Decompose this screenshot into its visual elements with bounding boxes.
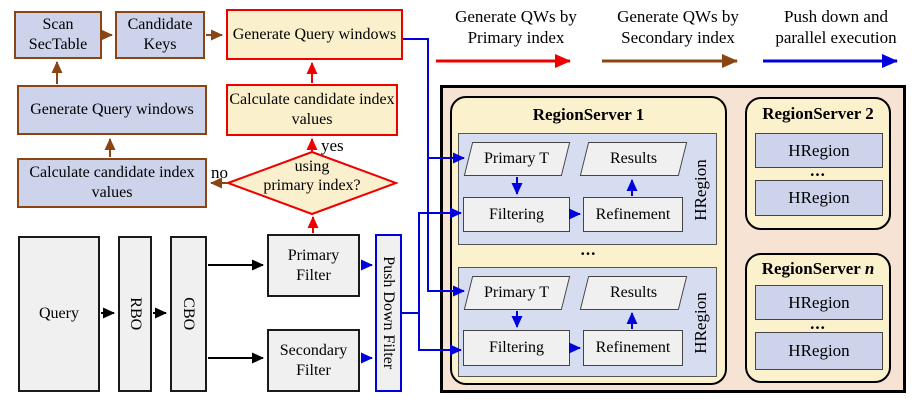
filtering-2-label: Filtering bbox=[488, 339, 545, 356]
generate-query-windows-primary-box: Generate Query windows bbox=[226, 9, 403, 60]
results-2-label: Results bbox=[609, 284, 658, 301]
query-box: Query bbox=[18, 236, 100, 392]
legend-secondary-line2: Secondary index bbox=[621, 28, 735, 48]
legend-pushdown-line2: parallel execution bbox=[775, 28, 897, 48]
scan-sectable-box: Scan SecTable bbox=[14, 11, 102, 59]
decision-line2: primary index? bbox=[263, 177, 361, 195]
decision-line1: using bbox=[294, 158, 330, 175]
legend-pushdown: Push down and parallel execution bbox=[755, 6, 917, 49]
calculate-candidate-secondary-box: Calculate candidate index values bbox=[17, 158, 207, 208]
hregion2-label: HRegion bbox=[691, 292, 710, 354]
primary-filter-box: Primary Filter bbox=[267, 234, 360, 297]
query-label: Query bbox=[39, 305, 79, 323]
regionserver1-box: RegionServer 1 Primary T Results Filteri… bbox=[450, 96, 727, 385]
secondary-filter-box: Secondary Filter bbox=[267, 329, 360, 392]
push-down-filter-label: Push Down Filter bbox=[380, 256, 398, 370]
legend-primary-line2: Primary index bbox=[467, 28, 565, 48]
refinement-1-label: Refinement bbox=[595, 205, 671, 223]
regionserver2-title: RegionServer 2 bbox=[762, 104, 874, 123]
rbo-box: RBO bbox=[118, 236, 152, 392]
regionserver-n-hregion1-box: HRegion bbox=[755, 285, 883, 320]
candidate-keys-label: Candidate Keys bbox=[127, 16, 193, 53]
legend-pushdown-line1: Push down and bbox=[784, 7, 888, 26]
calculate-candidate-secondary-label: Calculate candidate index values bbox=[29, 164, 195, 201]
refinement-1-box: Refinement bbox=[583, 197, 683, 232]
refinement-2-label: Refinement bbox=[595, 339, 671, 356]
regionserver-n-hregion2-label: HRegion bbox=[788, 341, 850, 360]
primary-t-1-label: Primary T bbox=[484, 150, 550, 167]
legend-secondary-line1: Generate QWs by bbox=[617, 7, 739, 26]
primary-t-1-parallelogram: Primary T bbox=[463, 142, 571, 176]
regionserver-n-title-prefix: RegionServer bbox=[761, 259, 865, 278]
push-down-filter-box: Push Down Filter bbox=[375, 234, 402, 392]
hregion1-container: Primary T Results Filtering Refinement H… bbox=[458, 133, 717, 245]
results-2-parallelogram: Results bbox=[579, 276, 688, 310]
results-1-label: Results bbox=[609, 150, 658, 167]
cbo-box: CBO bbox=[170, 236, 207, 392]
candidate-keys-box: Candidate Keys bbox=[115, 11, 205, 59]
yes-label: yes bbox=[321, 136, 344, 155]
regionserver-n-hregion1-label: HRegion bbox=[788, 292, 850, 312]
hregion1-label: HRegion bbox=[691, 159, 710, 221]
regionserver2-hregion1-box: HRegion bbox=[755, 133, 883, 168]
regionserver2-hregion2-box: HRegion bbox=[755, 180, 883, 216]
regionserver2-ellipsis: ... bbox=[810, 161, 826, 180]
regionserver-n-ellipsis: ... bbox=[810, 314, 826, 333]
generate-query-windows-primary-label: Generate Query windows bbox=[232, 25, 397, 43]
primary-t-2-label: Primary T bbox=[484, 284, 550, 301]
regionserver1-ellipsis: ... bbox=[580, 240, 597, 259]
regionserver2-hregion1-label: HRegion bbox=[788, 140, 850, 160]
regionserver-n-title: RegionServer n bbox=[747, 259, 889, 279]
no-label: no bbox=[211, 163, 228, 182]
regionserver-n-hregion2-box: HRegion bbox=[755, 332, 883, 370]
regionserver2-box: RegionServer 2 HRegion ... HRegion bbox=[745, 97, 891, 230]
filtering-1-box: Filtering bbox=[463, 197, 570, 232]
results-1-parallelogram: Results bbox=[579, 142, 688, 176]
scan-sectable-label: Scan SecTable bbox=[28, 16, 88, 53]
legend-primary-line1: Generate QWs by bbox=[455, 7, 577, 26]
decision-diamond-label: using primary index? bbox=[237, 157, 387, 195]
regionserver2-hregion2-label: HRegion bbox=[788, 188, 850, 207]
filtering-2-box: Filtering bbox=[463, 330, 570, 366]
legend-primary-index: Generate QWs by Primary index bbox=[435, 6, 597, 49]
regionserver-n-box: RegionServer n HRegion ... HRegion bbox=[745, 253, 891, 383]
generate-query-windows-secondary-box: Generate Query windows bbox=[17, 85, 207, 135]
filtering-1-label: Filtering bbox=[488, 205, 545, 223]
primary-t-2-parallelogram: Primary T bbox=[463, 276, 571, 310]
regionserver-n-title-n: n bbox=[864, 259, 875, 278]
cbo-label: CBO bbox=[180, 297, 198, 331]
secondary-filter-label: Secondary Filter bbox=[279, 341, 348, 379]
hregion2-container: Primary T Results Filtering Refinement H… bbox=[458, 267, 717, 377]
calculate-candidate-primary-label: Calculate candidate index values bbox=[229, 91, 395, 128]
primary-filter-label: Primary Filter bbox=[287, 246, 340, 284]
generate-query-windows-secondary-label: Generate Query windows bbox=[30, 101, 194, 119]
rbo-label: RBO bbox=[126, 297, 144, 331]
refinement-2-box: Refinement bbox=[583, 330, 683, 366]
legend-secondary-index: Generate QWs by Secondary index bbox=[594, 6, 762, 49]
regionserver1-title: RegionServer 1 bbox=[532, 105, 645, 124]
calculate-candidate-primary-box: Calculate candidate index values bbox=[226, 84, 398, 136]
